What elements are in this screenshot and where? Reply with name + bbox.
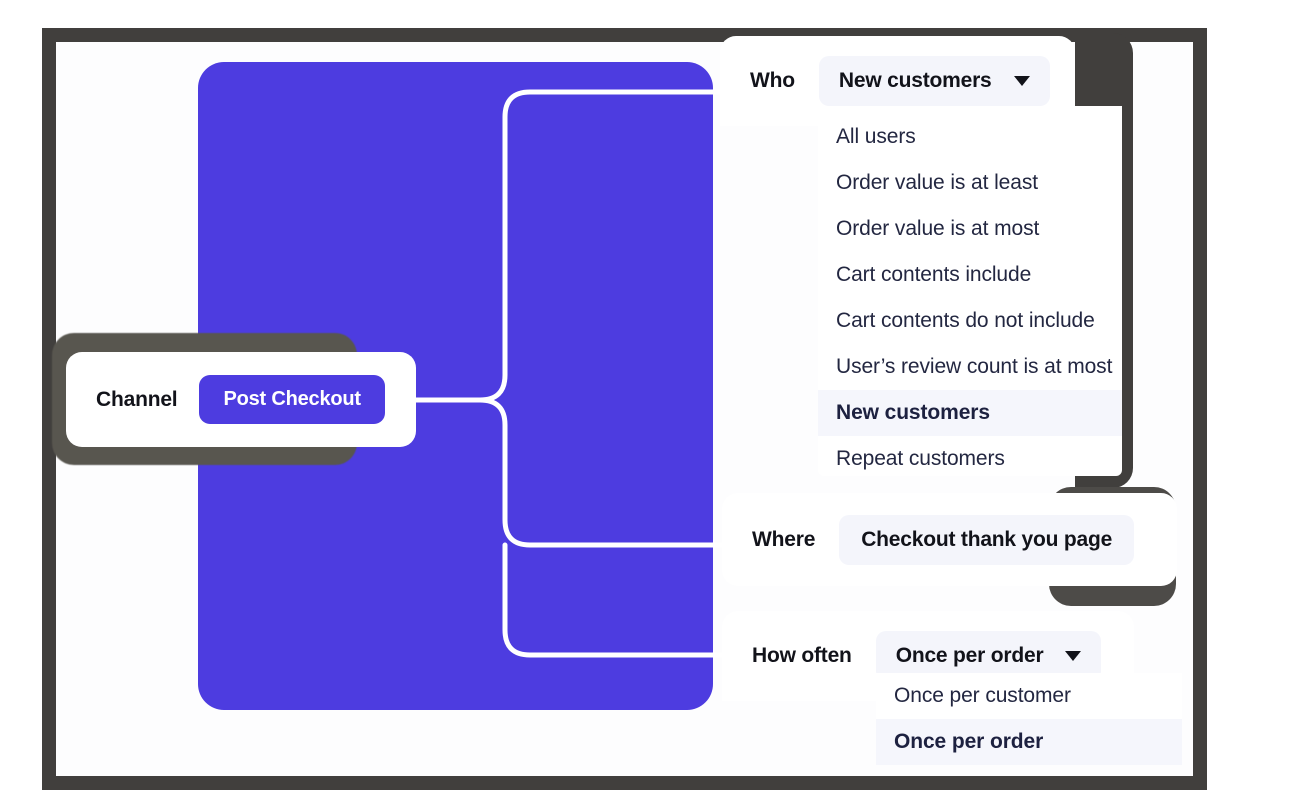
who-option-3[interactable]: Cart contents include <box>836 263 1032 286</box>
how-often-option-1[interactable]: Once per order <box>876 719 1182 765</box>
who-select-trigger[interactable]: New customers <box>818 56 1050 106</box>
who-option-7[interactable]: Repeat customers <box>836 447 1005 470</box>
chevron-down-icon <box>1013 76 1030 86</box>
who-select-value: New customers <box>838 69 992 92</box>
how-often-option-0[interactable]: Once per customer <box>894 684 1071 707</box>
channel-card[interactable]: Channel Post Checkout <box>66 352 416 447</box>
who-option-5[interactable]: User’s review count is at most <box>836 355 1113 378</box>
channel-value-button[interactable]: Post Checkout <box>199 375 385 424</box>
who-option-4[interactable]: Cart contents do not include <box>836 309 1095 332</box>
who-option-0[interactable]: All users <box>836 125 916 148</box>
who-option-6[interactable]: New customers <box>818 390 1122 436</box>
how-often-select-value: Once per order <box>895 644 1044 667</box>
how-often-select-trigger[interactable]: Once per order <box>875 631 1102 681</box>
how-often-dropdown-menu[interactable]: Once per customer Once per order <box>876 673 1182 765</box>
where-value[interactable]: Checkout thank you page <box>839 514 1135 565</box>
who-dropdown-menu[interactable]: All users Order value is at least Order … <box>818 106 1122 476</box>
chevron-down-icon <box>1065 651 1082 661</box>
where-card[interactable]: Where Checkout thank you page <box>722 493 1177 586</box>
who-label: Who <box>750 69 795 92</box>
channel-label: Channel <box>96 387 178 411</box>
where-label: Where <box>752 527 816 551</box>
who-option-1[interactable]: Order value is at least <box>836 171 1038 194</box>
who-option-2[interactable]: Order value is at most <box>836 217 1040 240</box>
how-often-label: How often <box>752 644 852 667</box>
